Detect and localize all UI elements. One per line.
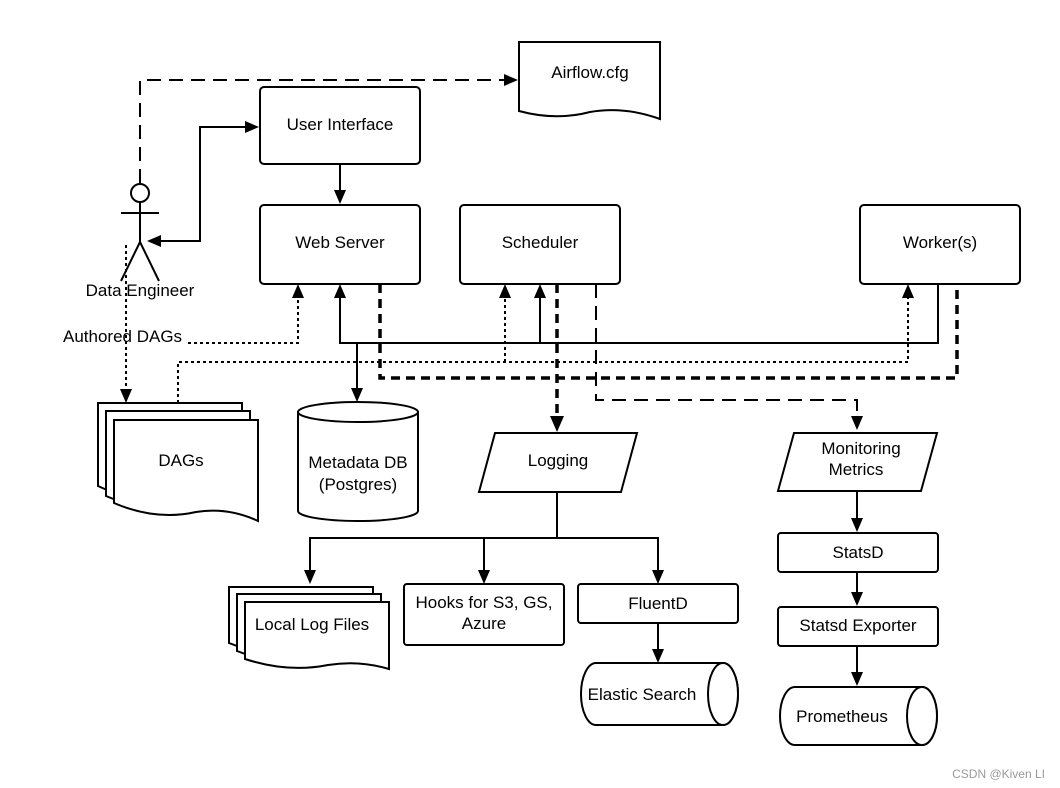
scheduler-node: Scheduler bbox=[459, 204, 621, 285]
fluentd-label: FluentD bbox=[628, 594, 688, 613]
workers-node: Worker(s) bbox=[859, 204, 1021, 285]
airflow-cfg-label: Airflow.cfg bbox=[551, 63, 628, 82]
statsd-exporter-node: Statsd Exporter bbox=[777, 606, 939, 647]
edge-logs-bus bbox=[378, 284, 959, 380]
prometheus-node: Prometheus bbox=[779, 686, 938, 746]
statsd-node: StatsD bbox=[777, 532, 939, 573]
prometheus-label: Prometheus bbox=[796, 707, 888, 726]
fluentd-node: FluentD bbox=[577, 583, 739, 624]
edge-metadata-bus bbox=[339, 284, 939, 344]
scheduler-label: Scheduler bbox=[502, 233, 579, 252]
logging-node: Logging bbox=[477, 432, 639, 493]
web-server-node: Web Server bbox=[259, 204, 421, 285]
edge-logging-to-outputs bbox=[309, 492, 558, 571]
edge-dags-to-components bbox=[177, 297, 909, 403]
edge-scheduler-to-monitoring bbox=[595, 284, 858, 417]
actor-head-icon bbox=[130, 183, 150, 203]
monitoring-metrics-node: Monitoring Metrics bbox=[776, 432, 939, 492]
user-interface-label: User Interface bbox=[287, 115, 394, 134]
authored-dags-label: Authored DAGs bbox=[63, 327, 182, 346]
workers-label: Worker(s) bbox=[903, 233, 977, 252]
dags-label: DAGs bbox=[158, 451, 203, 470]
local-log-files-node: Local Log Files bbox=[228, 586, 390, 671]
statsd-label: StatsD bbox=[832, 543, 883, 562]
local-log-files-label: Local Log Files bbox=[255, 615, 369, 634]
edge-engineer-to-config bbox=[139, 79, 505, 183]
hooks-label-line2: Azure bbox=[462, 614, 506, 633]
data-engineer-label: Data Engineer bbox=[86, 281, 195, 300]
logging-label: Logging bbox=[528, 451, 589, 470]
hooks-label-line1: Hooks for S3, GS, bbox=[416, 593, 553, 612]
user-interface-node: User Interface bbox=[259, 86, 421, 165]
airflow-cfg-node: Airflow.cfg bbox=[518, 41, 661, 121]
elastic-search-label: Elastic Search bbox=[588, 685, 697, 704]
monitoring-label-line2: Metrics bbox=[829, 460, 884, 479]
metadata-db-label-line1: Metadata DB bbox=[308, 453, 407, 472]
elastic-search-node: Elastic Search bbox=[580, 662, 739, 726]
metadata-db-node: Metadata DB (Postgres) bbox=[297, 401, 419, 522]
monitoring-label-line1: Monitoring bbox=[821, 439, 900, 458]
watermark: CSDN @Kiven LI bbox=[952, 767, 1045, 781]
statsd-exporter-label: Statsd Exporter bbox=[799, 616, 917, 635]
dags-node: DAGs bbox=[97, 402, 259, 523]
web-server-label: Web Server bbox=[295, 233, 385, 252]
connectors bbox=[120, 74, 959, 686]
metadata-db-label-line2: (Postgres) bbox=[319, 475, 397, 494]
edge-engineer-ui bbox=[160, 126, 246, 242]
hooks-node: Hooks for S3, GS, Azure bbox=[403, 583, 565, 646]
data-engineer-actor: Data Engineer bbox=[86, 183, 195, 300]
